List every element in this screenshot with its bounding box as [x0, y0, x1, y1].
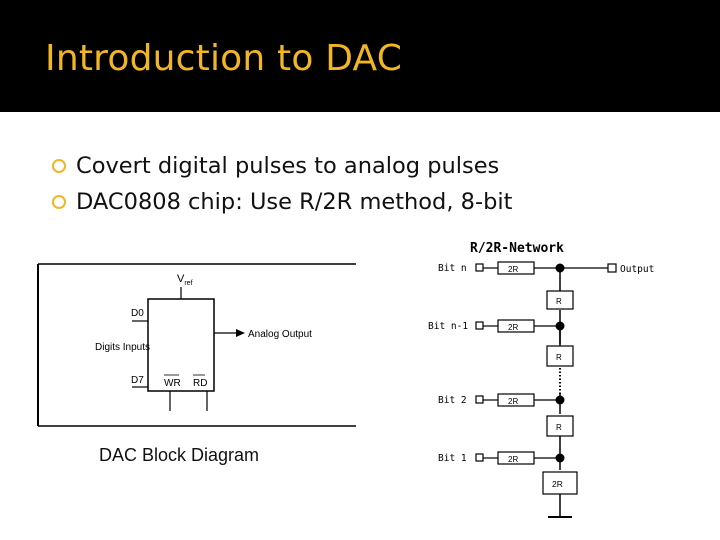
node-n: [555, 263, 565, 273]
title-bar: Introduction to DAC: [0, 0, 720, 112]
resistor-2r-n-1-label: 2R: [508, 323, 518, 332]
bullet-item: DAC0808 chip: Use R/2R method, 8-bit: [50, 184, 512, 220]
block-diagram-caption: DAC Block Diagram: [99, 445, 260, 465]
bullet-ring-icon: [52, 159, 66, 173]
analog-output-label: Analog Output: [248, 329, 312, 340]
resistor-r-3: [546, 415, 574, 437]
output-terminal: [607, 263, 617, 273]
bit-n-label: Bit n: [438, 263, 467, 274]
resistor-r-3-label: R: [556, 423, 562, 432]
resistor-r-2-label: R: [556, 353, 562, 362]
bit-n-1-label: Bit n-1: [428, 321, 468, 332]
resistor-2r-2-label: 2R: [508, 397, 518, 406]
resistor-r-1-label: R: [556, 297, 562, 306]
resistor-r-1: [546, 290, 574, 310]
digits-inputs-label: Digits Inputs: [95, 342, 150, 353]
resistor-r-2: [546, 345, 574, 367]
d0-label: D0: [131, 308, 144, 319]
resistor-2r-1-label: 2R: [508, 455, 518, 464]
node-1: [555, 453, 565, 463]
slide-title: Introduction to DAC: [45, 38, 403, 79]
bit-n-terminal: [475, 263, 484, 272]
node-n-1: [555, 321, 565, 331]
resistor-2r-bottom: [542, 471, 578, 495]
resistor-2r-n-label: 2R: [508, 265, 518, 274]
resistor-2r-bottom-label: 2R: [552, 479, 563, 489]
wr-label: WR: [164, 378, 181, 389]
dac-block-diagram: Vref D0 D7 Digits Inputs Analog Output W…: [37, 263, 356, 427]
bullet-text: DAC0808 chip: Use R/2R method, 8-bit: [76, 189, 513, 215]
rd-label: RD: [193, 378, 207, 389]
d7-label: D7: [131, 375, 144, 386]
bit-n-1-terminal: [475, 321, 484, 330]
bullet-list: Covert digital pulses to analog pulses D…: [50, 148, 512, 220]
vref-label: Vref: [177, 273, 193, 287]
bullet-item: Covert digital pulses to analog pulses: [50, 148, 512, 184]
output-label: Output: [620, 264, 654, 275]
r2r-title: R/2R-Network: [470, 241, 564, 256]
bullet-ring-icon: [52, 195, 66, 209]
bit-2-terminal: [475, 395, 484, 404]
node-2: [555, 395, 565, 405]
bit-2-label: Bit 2: [438, 395, 467, 406]
r2r-network-diagram: R/2R-Network Bit n 2R Output R Bit n-1 2…: [428, 241, 654, 518]
output-arrow-icon: [236, 329, 245, 337]
bit-1-terminal: [475, 453, 484, 462]
bullet-text: Covert digital pulses to analog pulses: [76, 153, 500, 179]
bit-1-label: Bit 1: [438, 453, 467, 464]
